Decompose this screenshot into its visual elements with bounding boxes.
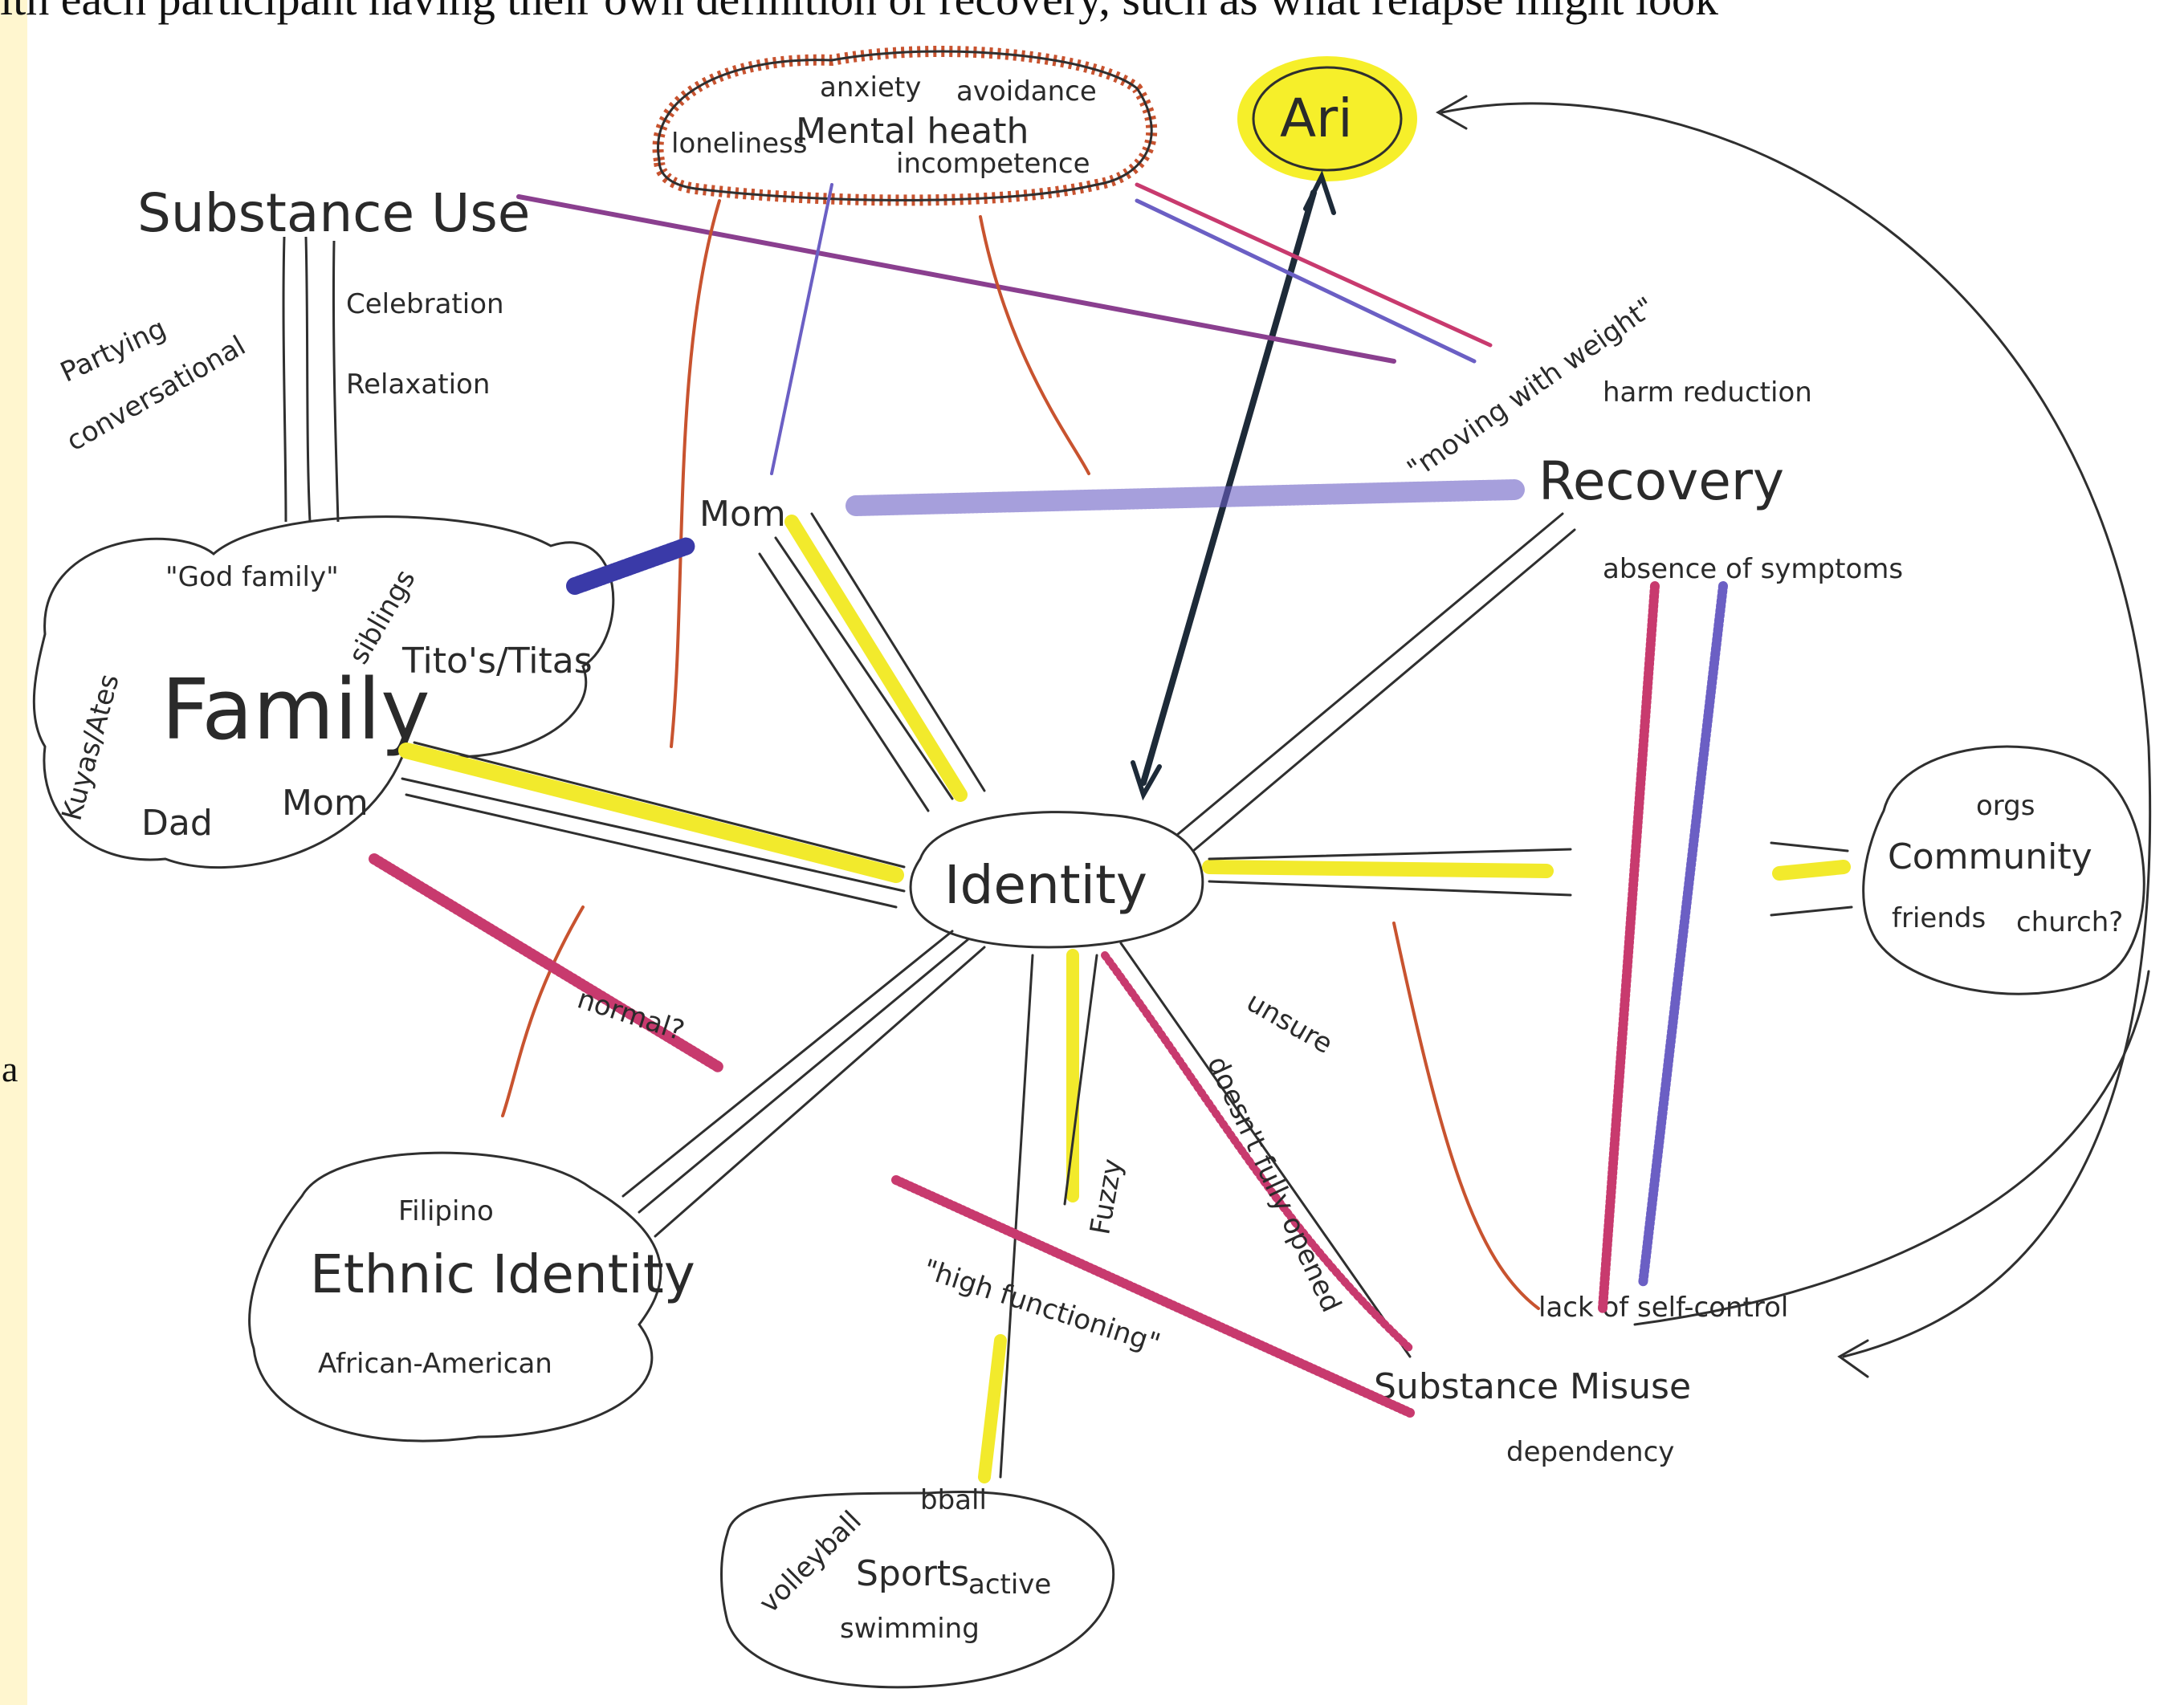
substance-misuse-node: Substance Misuse lack of self-control de… bbox=[1374, 1292, 1788, 1468]
african-american-label: African-American bbox=[318, 1348, 552, 1380]
ari-node: Ari bbox=[1237, 56, 1417, 181]
lack-self-control-label: lack of self-control bbox=[1538, 1292, 1788, 1324]
kuyas-ates-label: Kuyas/Ates bbox=[56, 671, 126, 824]
sports-label: Sports bbox=[856, 1553, 969, 1594]
volleyball-label: volleyball bbox=[753, 1505, 868, 1620]
dependency-label: dependency bbox=[1506, 1436, 1674, 1468]
community-label: Community bbox=[1888, 836, 2092, 877]
church-label: church? bbox=[2016, 906, 2123, 938]
swimming-label: swimming bbox=[840, 1613, 980, 1645]
not-fully-opened-edge-label: doesn't fully opened bbox=[1200, 1052, 1347, 1317]
ethnic-identity-node: Ethnic Identity Filipino African-America… bbox=[248, 1151, 695, 1443]
anxiety-label: anxiety bbox=[820, 71, 921, 104]
identity-concept-map: Mental heath anxiety avoidance lonelines… bbox=[32, 45, 2152, 1689]
community-node: Community orgs friends church? bbox=[1862, 745, 2145, 995]
active-label: active bbox=[968, 1569, 1051, 1601]
absence-of-symptoms-label: absence of symptoms bbox=[1603, 553, 1903, 585]
side-fragment: a bbox=[2, 1048, 18, 1089]
fuzzy-edge-label: Fuzzy bbox=[1084, 1157, 1129, 1238]
high-functioning-edge-label: "high functioning" bbox=[919, 1253, 1164, 1360]
family-node: Family "God family" siblings Kuyas/Ates … bbox=[32, 515, 615, 869]
family-label: Family bbox=[161, 661, 430, 759]
substance-misuse-label: Substance Misuse bbox=[1374, 1366, 1691, 1407]
normal-edge-label: normal? bbox=[573, 983, 688, 1047]
mental-health-label: Mental heath bbox=[796, 111, 1029, 152]
ari-label: Ari bbox=[1280, 87, 1353, 149]
orgs-label: orgs bbox=[1976, 790, 2035, 822]
connectors bbox=[369, 95, 2152, 1483]
ethnic-identity-label: Ethnic Identity bbox=[310, 1243, 695, 1305]
mom-node-label: Mom bbox=[699, 494, 786, 535]
mental-health-node: Mental heath anxiety avoidance lonelines… bbox=[652, 45, 1158, 206]
family-mom-label: Mom bbox=[282, 783, 369, 824]
god-family-label: "God family" bbox=[165, 561, 339, 593]
substance-use-node: Substance Use Partying conversational Ce… bbox=[55, 182, 530, 523]
avoidance-label: avoidance bbox=[956, 75, 1097, 108]
identity-label: Identity bbox=[944, 854, 1147, 916]
harm-reduction-label: harm reduction bbox=[1603, 376, 1812, 409]
titos-titas-label: Tito's/Titas bbox=[401, 641, 593, 682]
incompetence-label: incompetence bbox=[896, 148, 1090, 180]
substance-use-label: Substance Use bbox=[137, 182, 530, 244]
recovery-label: Recovery bbox=[1538, 450, 1784, 512]
filipino-label: Filipino bbox=[398, 1195, 494, 1227]
header-text: ith each participant having their own de… bbox=[0, 0, 2184, 22]
unsure-edge-label: unsure bbox=[1241, 986, 1339, 1060]
friends-label: friends bbox=[1892, 902, 1986, 934]
page-margin bbox=[0, 0, 27, 1705]
bball-label: bball bbox=[920, 1484, 987, 1516]
identity-node: Identity bbox=[909, 811, 1204, 949]
celebration-label: Celebration bbox=[346, 288, 504, 320]
recovery-node: Recovery absence of symptoms harm reduct… bbox=[1401, 291, 1903, 585]
sports-node: Sports volleyball bball active swimming bbox=[720, 1484, 1115, 1689]
loneliness-label: loneliness bbox=[671, 128, 808, 160]
dad-label: Dad bbox=[141, 803, 213, 844]
relaxation-label: Relaxation bbox=[346, 368, 490, 401]
